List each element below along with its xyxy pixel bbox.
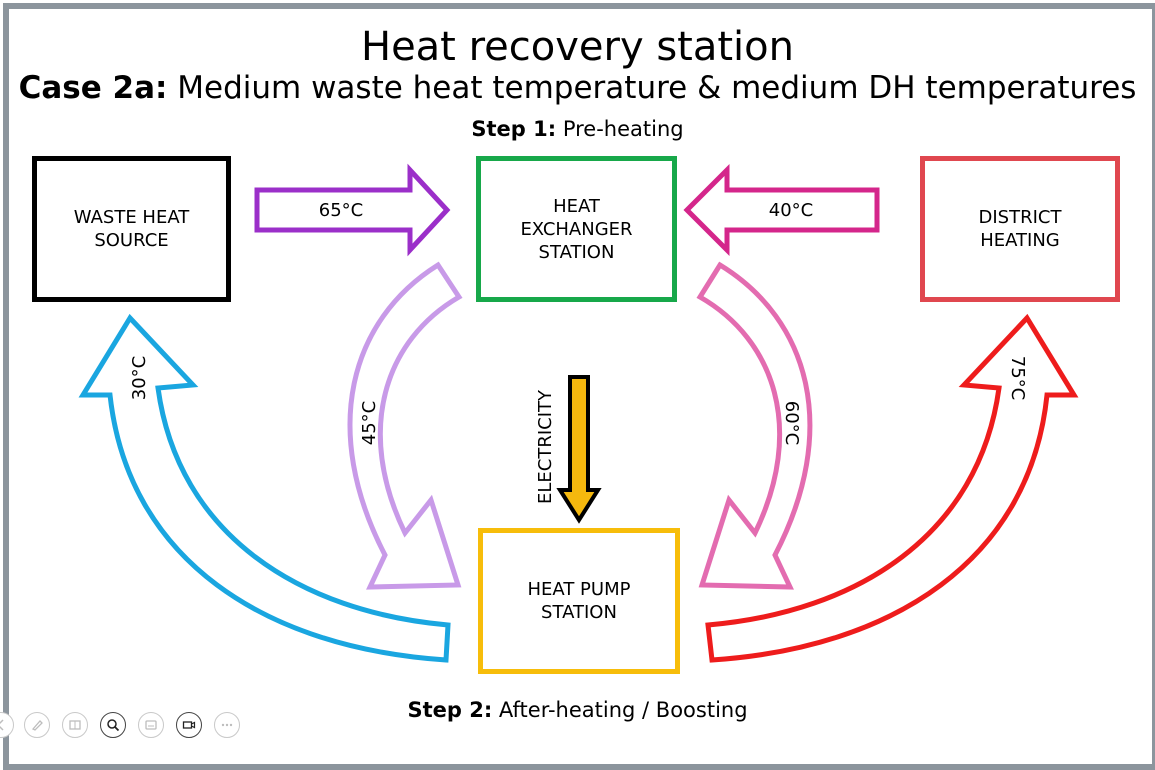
hx-line2: EXCHANGER: [520, 218, 633, 240]
hx-line1: HEAT: [553, 195, 600, 217]
step2-text: After-heating / Boosting: [492, 698, 748, 722]
page-subtitle: Case 2a: Medium waste heat temperature &…: [0, 70, 1155, 106]
arrow-dh-to-hx: [683, 163, 880, 257]
more-icon[interactable]: [214, 712, 240, 738]
dh-line2: HEATING: [980, 230, 1060, 251]
hx-line3: STATION: [538, 241, 615, 263]
arrow-hx-to-hp-left: [347, 261, 463, 590]
arrow-hp-to-waste: [78, 313, 451, 663]
waste-heat-line1: WASTE HEAT: [73, 207, 190, 228]
step2-bold: Step 2:: [407, 698, 493, 722]
label-40: 40°C: [769, 200, 813, 221]
label-electricity: ELECTRICITY: [535, 389, 556, 504]
label-30: 30°C: [129, 356, 150, 400]
arrow-hp-to-dh: [705, 313, 1079, 663]
label-45: 45°C: [359, 401, 380, 445]
step1-label: Step 1: Pre-heating: [0, 117, 1155, 141]
step1-bold: Step 1:: [471, 117, 557, 141]
label-75: 75°C: [1007, 356, 1028, 400]
hp-line2: STATION: [541, 602, 617, 623]
step2-label: Step 2: After-heating / Boosting: [0, 698, 1155, 722]
subtitle-case: Case 2a:: [18, 70, 168, 106]
subtitle-text: Medium waste heat temperature & medium D…: [167, 70, 1137, 106]
waste-heat-line2: SOURCE: [94, 230, 169, 251]
pen-icon[interactable]: [24, 712, 50, 738]
label-65: 65°C: [319, 200, 363, 221]
zoom-icon[interactable]: [100, 712, 126, 738]
dh-line1: DISTRICT: [978, 207, 1062, 228]
step1-text: Pre-heating: [556, 117, 684, 141]
arrow-hx-to-hp-right: [696, 261, 813, 590]
arrow-waste-to-hx: [254, 163, 451, 257]
page-title: Heat recovery station: [360, 24, 794, 70]
camera-icon[interactable]: [176, 712, 202, 738]
hp-line1: HEAT PUMP: [527, 579, 631, 600]
label-60: 60°C: [781, 401, 802, 445]
slides-icon[interactable]: [62, 712, 88, 738]
subtitles-icon[interactable]: [138, 712, 164, 738]
arrow-electricity: [556, 375, 602, 524]
